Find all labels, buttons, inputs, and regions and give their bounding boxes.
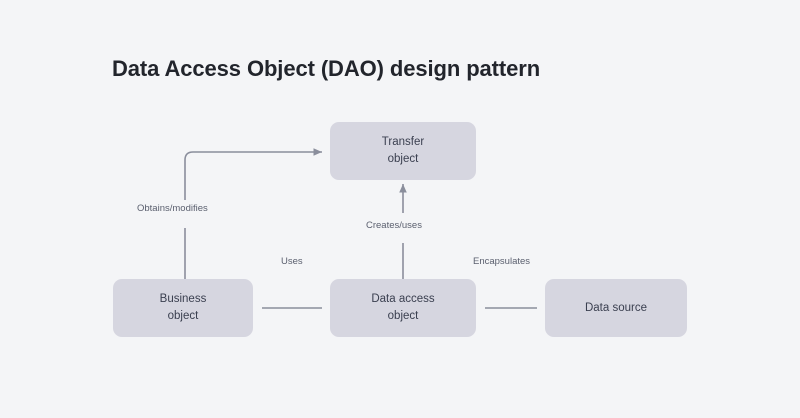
node-business-object-label: Business object	[159, 293, 207, 322]
node-data-source[interactable]: Data source	[545, 279, 687, 337]
node-data-source-label: Data source	[584, 301, 647, 314]
edge-label-creates-uses: Creates/uses	[362, 220, 426, 231]
edge-label-encapsulates: Encapsulates	[469, 256, 535, 267]
page-title: Data Access Object (DAO) design pattern	[112, 56, 541, 81]
node-data-access-object-label: Data access object	[371, 293, 435, 322]
node-transfer-object-label: Transfer object	[381, 136, 425, 165]
edge-label-obtains-modifies: Obtains/modifies	[133, 203, 212, 214]
node-data-access-object[interactable]: Data access object	[330, 279, 476, 337]
edge-obtains-modifies-upper	[184, 148, 322, 200]
edge-label-uses: Uses	[277, 256, 307, 267]
node-transfer-object[interactable]: Transfer object	[330, 122, 476, 180]
node-business-object[interactable]: Business object	[113, 279, 253, 337]
